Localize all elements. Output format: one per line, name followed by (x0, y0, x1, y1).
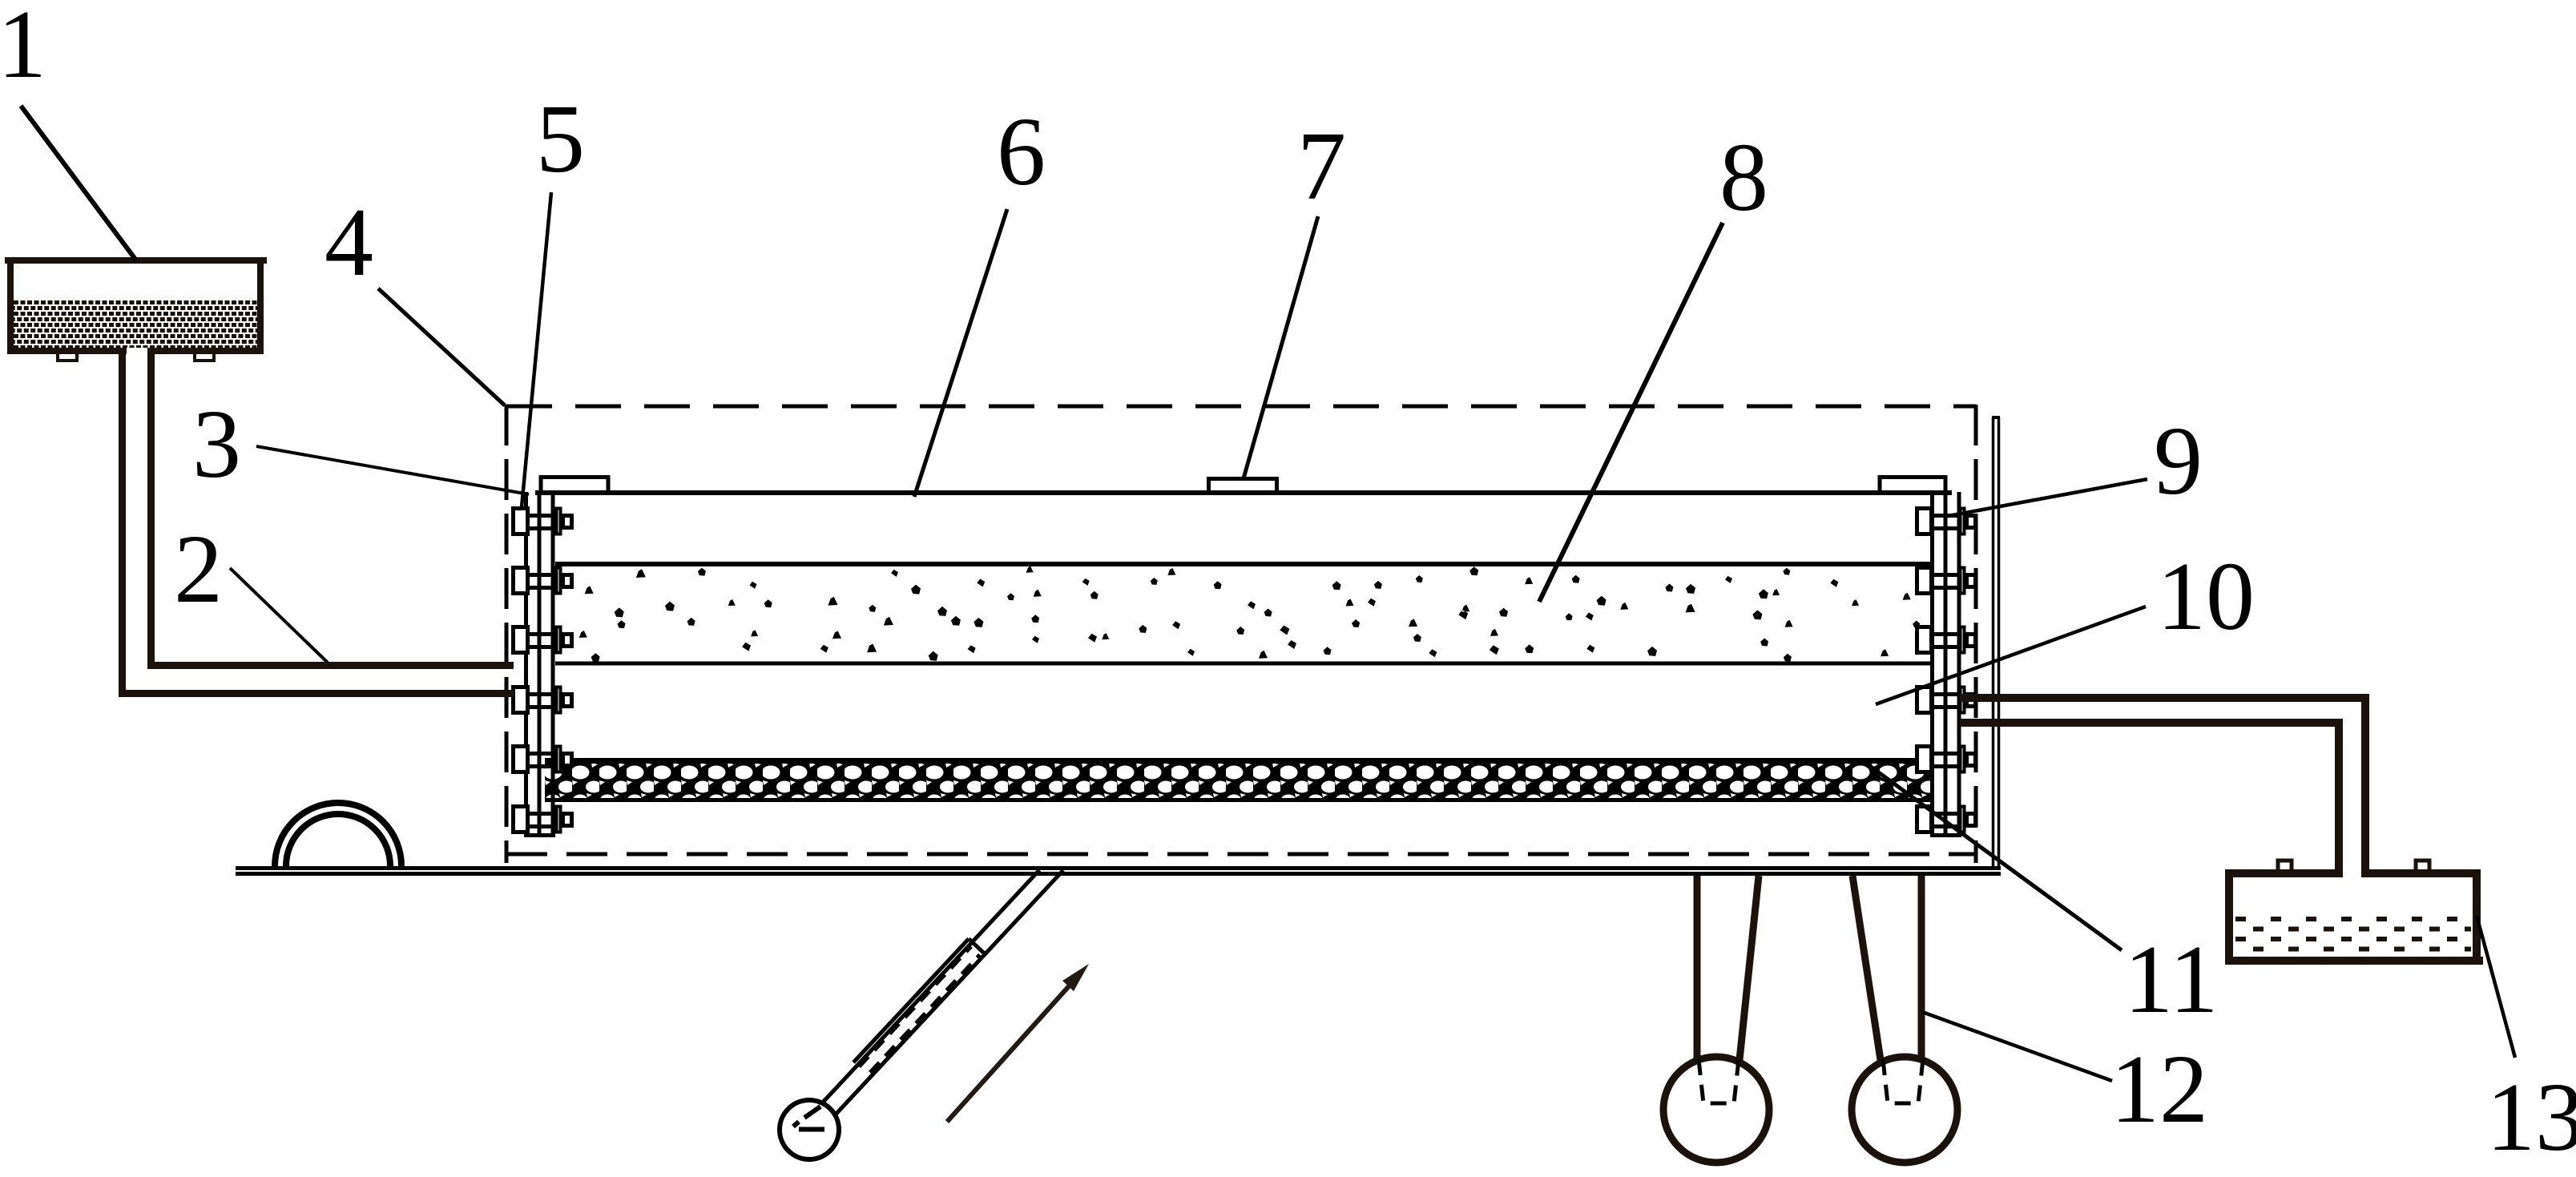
svg-text:10: 10 (2157, 542, 2255, 651)
svg-text:9: 9 (2154, 407, 2203, 515)
svg-text:1: 1 (0, 0, 46, 99)
svg-text:12: 12 (2110, 1035, 2208, 1143)
svg-text:3: 3 (192, 390, 241, 498)
svg-text:11: 11 (2124, 925, 2218, 1034)
svg-text:4: 4 (325, 188, 373, 296)
svg-text:7: 7 (1297, 112, 1346, 220)
svg-text:6: 6 (997, 98, 1046, 206)
svg-text:13: 13 (2486, 1063, 2576, 1171)
svg-text:2: 2 (174, 515, 223, 623)
svg-text:5: 5 (536, 85, 585, 193)
svg-text:8: 8 (1719, 123, 1768, 232)
